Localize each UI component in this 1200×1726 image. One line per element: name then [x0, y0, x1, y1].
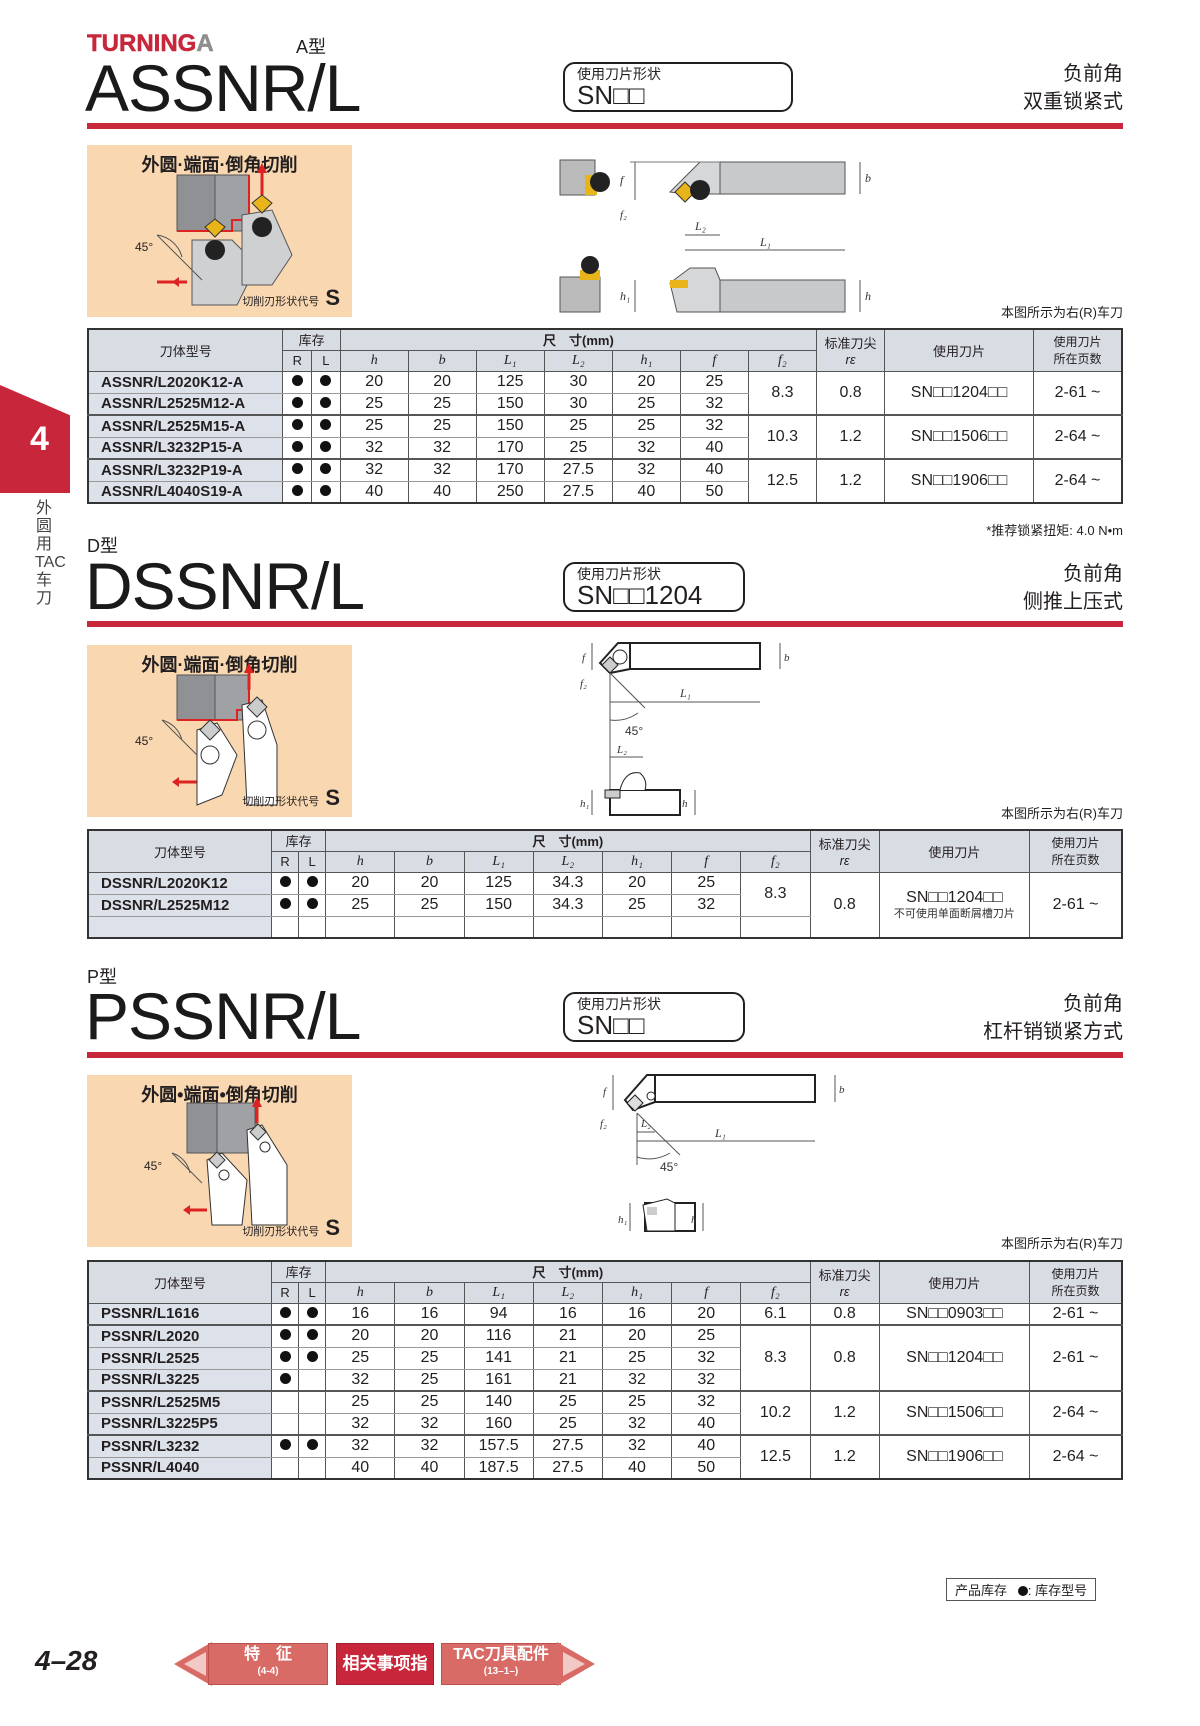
svg-text:L₂: L₂ — [694, 219, 706, 233]
svg-text:L₁: L₁ — [714, 1126, 726, 1140]
svg-text:f: f — [603, 1086, 608, 1098]
svg-text:h: h — [865, 289, 871, 303]
svg-text:L₂: L₂ — [616, 744, 627, 756]
section-divider — [87, 621, 1123, 627]
cutting-tool-illustration: 45° — [135, 163, 293, 306]
insert-shape-box: 使用刀片形状 SN□□1204 — [563, 562, 745, 612]
arrow-left-icon[interactable] — [172, 1640, 212, 1688]
svg-text:b: b — [839, 1084, 845, 1096]
chapter-number: 4 — [30, 420, 49, 458]
svg-text:45°: 45° — [660, 1160, 678, 1174]
insert-shape-box: 使用刀片形状 SN□□ — [563, 992, 745, 1042]
svg-text:h: h — [682, 798, 688, 810]
cutting-tool-illustration: 45° — [144, 1097, 288, 1226]
section-divider — [87, 1052, 1123, 1058]
clamp-description: 负前角侧推上压式 — [1023, 563, 1123, 613]
svg-text:45°: 45° — [135, 240, 153, 254]
arrow-right-icon[interactable] — [557, 1640, 597, 1688]
svg-text:f₂: f₂ — [600, 1118, 607, 1130]
stock-legend: 产品库存 : 库存型号 — [946, 1578, 1097, 1601]
svg-text:h₁: h₁ — [618, 1214, 628, 1226]
type-label-a: A型 — [296, 37, 327, 57]
svg-text:f: f — [620, 173, 625, 187]
type-label-d: D型 — [87, 536, 118, 556]
drawing-note: 本图所示为右(R)车刀 — [1000, 1236, 1123, 1251]
svg-text:45°: 45° — [135, 734, 153, 748]
svg-text:h₁: h₁ — [580, 798, 590, 810]
clamp-description: 负前角杠杆销锁紧方式 — [983, 993, 1123, 1043]
svg-text:f: f — [582, 652, 587, 664]
torque-footnote: *推荐锁紧扭矩: 4.0 N•m — [986, 523, 1123, 538]
section-divider — [87, 123, 1123, 129]
svg-text:45°: 45° — [625, 724, 643, 738]
svg-text:h: h — [691, 1214, 697, 1226]
nav-guide-button[interactable]: 相关事项指南 — [336, 1643, 434, 1714]
insert-shape-box: 使用刀片形状 SN□□ — [563, 62, 793, 112]
drawing-note: 本图所示为右(R)车刀 — [1000, 305, 1123, 320]
tool-dimension-drawing-p: f f₂ b L₂ L₁ 45° h₁ h — [600, 1074, 845, 1232]
stock-dot-icon — [1017, 1586, 1028, 1596]
nav-features-button[interactable]: 特 征 (4-4) — [208, 1643, 328, 1685]
svg-text:b: b — [784, 652, 790, 664]
series-title-assnr: ASSNR/L — [85, 51, 361, 125]
clamp-description: 负前角双重锁紧式 — [1023, 63, 1123, 113]
series-title-pssnr: PSSNR/L — [85, 979, 361, 1053]
tool-dimension-drawing-a: f f₂ L₂ L₁ b h₁ h — [559, 159, 871, 313]
chapter-label: 外圆用TAC车刀 — [35, 500, 66, 607]
table-row-empty — [87, 915, 1122, 939]
page-number: 4–28 — [35, 1645, 98, 1676]
svg-text:f₂: f₂ — [580, 678, 587, 690]
nav-accessories-button[interactable]: TAC刀具配件 (13–1–) — [441, 1643, 561, 1685]
svg-text:f₂: f₂ — [620, 209, 627, 221]
svg-text:L₂: L₂ — [640, 1118, 651, 1130]
svg-text:h₁: h₁ — [620, 289, 630, 303]
brand-logo: TURNINGA — [87, 30, 214, 58]
svg-text:b: b — [865, 171, 871, 185]
drawing-note: 本图所示为右(R)车刀 — [1000, 806, 1123, 821]
tool-dimension-drawing-d: f f₂ b L₁ 45° L₂ h₁ h — [580, 642, 790, 816]
series-title-dssnr: DSSNR/L — [85, 549, 365, 623]
svg-text:45°: 45° — [144, 1159, 162, 1173]
cutting-tool-illustration: 45° — [135, 663, 278, 806]
svg-text:L₁: L₁ — [759, 235, 771, 249]
svg-text:L₁: L₁ — [679, 686, 691, 700]
type-label-p: P型 — [87, 967, 118, 987]
